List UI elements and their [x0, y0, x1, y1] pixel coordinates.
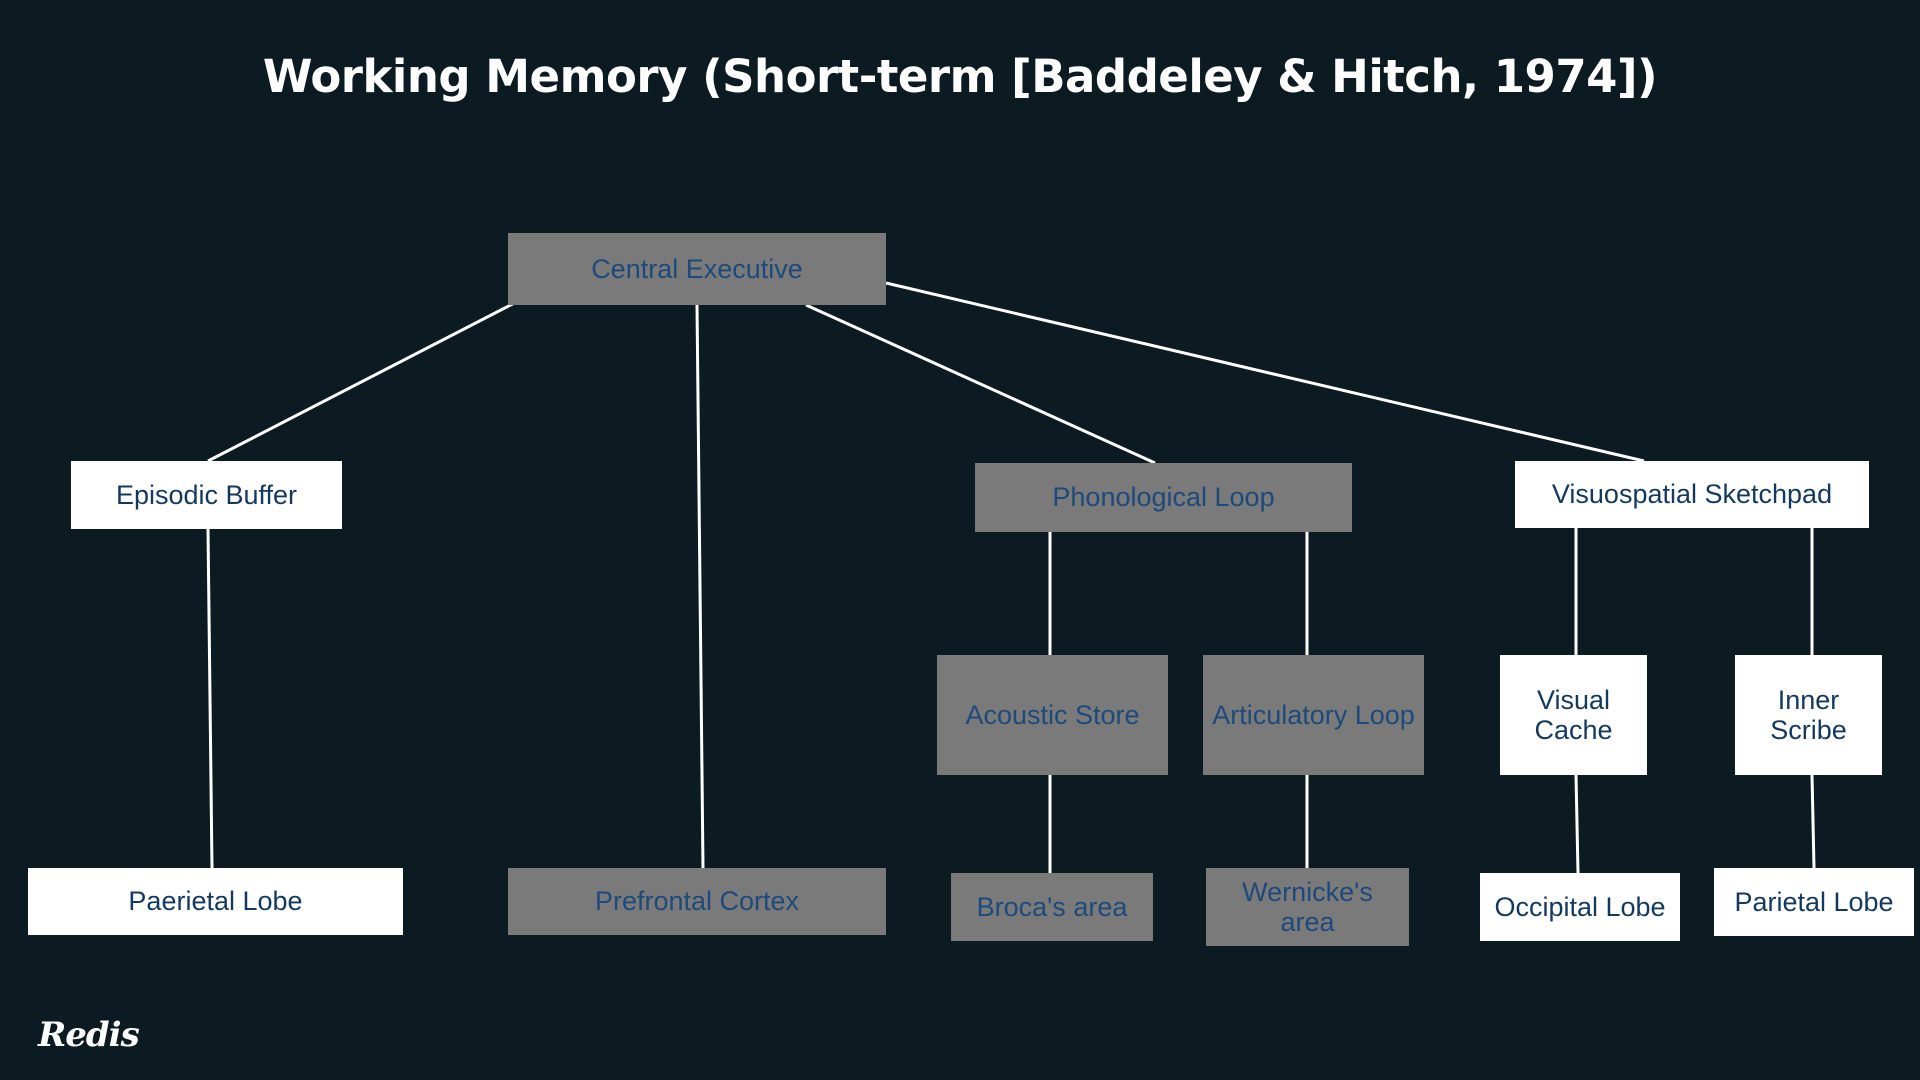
node-central-executive[interactable]: Central Executive [508, 233, 886, 305]
redis-logo: Redis [38, 1015, 140, 1055]
node-label: Episodic Buffer [115, 479, 298, 510]
node-brocas-area[interactable]: Broca's area [951, 873, 1153, 941]
page-title: Working Memory (Short-term [Baddeley & H… [262, 50, 1658, 103]
node-wernickes-area[interactable]: Wernicke's area [1206, 868, 1409, 946]
node-visuospatial-sketchpad[interactable]: Visuospatial Sketchpad [1515, 461, 1869, 528]
node-episodic-buffer[interactable]: Episodic Buffer [71, 461, 342, 529]
node-label: Visual Cache [1534, 684, 1613, 745]
node-label: Visuospatial Sketchpad [1551, 479, 1833, 510]
node-label: Parietal Lobe [1734, 886, 1894, 917]
node-prefrontal-cortex[interactable]: Prefrontal Cortex [508, 868, 886, 935]
node-label: Broca's area [976, 891, 1128, 922]
node-label: Articulatory Loop [1212, 699, 1415, 730]
node-phonological-loop[interactable]: Phonological Loop [975, 463, 1352, 532]
node-label: Inner Scribe [1770, 684, 1847, 745]
node-parietal-lobe[interactable]: Parietal Lobe [1714, 868, 1914, 936]
node-label: Central Executive [591, 253, 803, 284]
node-label: Phonological Loop [1052, 482, 1275, 513]
edge-central-executive-to-prefrontal-cortex [695, 304, 705, 869]
node-acoustic-store[interactable]: Acoustic Store [937, 655, 1168, 775]
node-occipital-lobe[interactable]: Occipital Lobe [1480, 873, 1680, 941]
edge-episodic-buffer-to-paerietal-lobe [206, 528, 214, 869]
node-visual-cache[interactable]: Visual Cache [1500, 655, 1647, 775]
node-label: Acoustic Store [965, 699, 1140, 730]
node-label: Prefrontal Cortex [594, 886, 800, 917]
edge-central-executive-to-visuospatial-sketchpad [885, 281, 1645, 463]
edge-central-executive-to-phonological-loop [805, 303, 1156, 465]
edge-inner-scribe-to-parietal-lobe [1810, 774, 1816, 869]
node-label: Occipital Lobe [1494, 891, 1666, 922]
node-paerietal-lobe[interactable]: Paerietal Lobe [28, 868, 403, 935]
node-label: Paerietal Lobe [128, 886, 303, 917]
node-articulatory-loop[interactable]: Articulatory Loop [1203, 655, 1424, 775]
node-label: Wernicke's area [1242, 876, 1373, 937]
edge-central-executive-to-episodic-buffer [207, 294, 529, 463]
edge-visual-cache-to-occipital-lobe [1574, 774, 1580, 874]
node-inner-scribe[interactable]: Inner Scribe [1735, 655, 1882, 775]
